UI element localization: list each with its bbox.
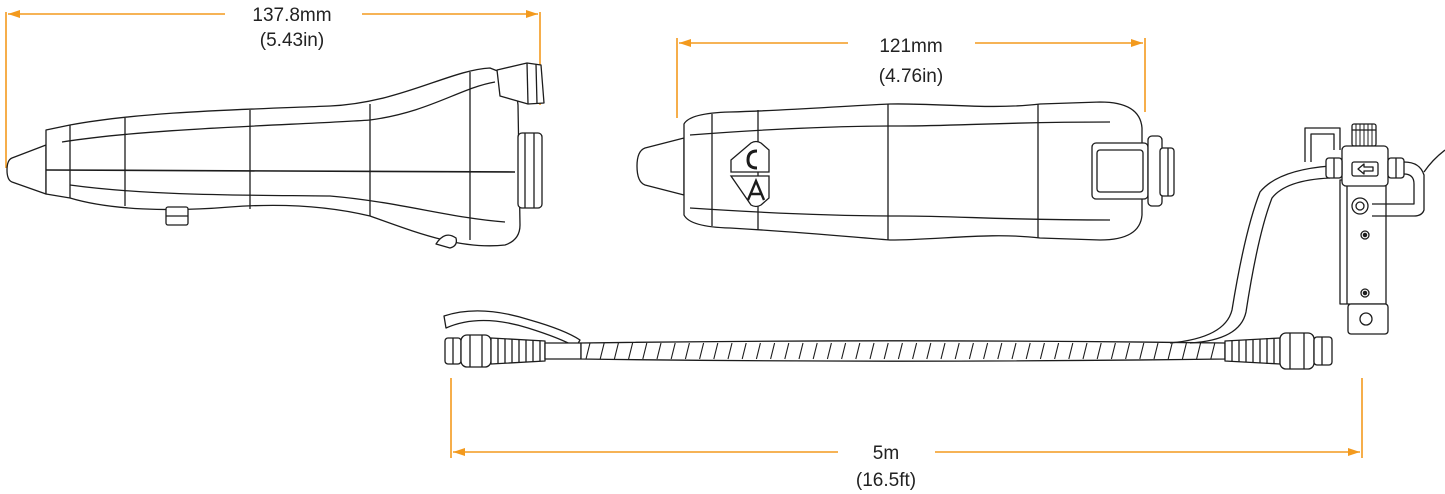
side-nose-tip bbox=[6, 144, 47, 195]
side-length-in-label: (5.43in) bbox=[260, 30, 324, 51]
coil-winding bbox=[1039, 342, 1045, 360]
coil-winding bbox=[855, 342, 861, 360]
side-length-mm-label: 137.8mm bbox=[252, 5, 331, 26]
top-nose bbox=[636, 137, 685, 196]
c-letter-icon bbox=[730, 140, 770, 173]
coil-winding bbox=[841, 342, 847, 360]
coil-winding bbox=[784, 342, 790, 360]
coil-winding bbox=[713, 342, 719, 360]
top-length-mm-label: 121mm bbox=[879, 36, 942, 57]
coil-winding bbox=[755, 342, 761, 360]
coil-winding bbox=[997, 342, 1003, 360]
coil-winding bbox=[670, 342, 676, 360]
coil-winding bbox=[699, 342, 705, 360]
right-connector-nut bbox=[1313, 336, 1333, 366]
flow-arrow-icon bbox=[1357, 163, 1374, 175]
coil-winding bbox=[741, 342, 747, 360]
coil-winding bbox=[1110, 342, 1116, 360]
coil-winding bbox=[1011, 342, 1017, 360]
coil-winding bbox=[798, 342, 804, 360]
coil-winding bbox=[656, 342, 662, 360]
coil-winding bbox=[1139, 342, 1145, 360]
cable-assembly bbox=[443, 165, 1333, 370]
coil-winding bbox=[883, 342, 889, 360]
cable-length-ft-label: (16.5ft) bbox=[856, 470, 916, 491]
left-connector-body bbox=[460, 334, 492, 368]
coil-winding bbox=[1196, 342, 1202, 360]
coil-winding bbox=[1054, 342, 1060, 360]
coil-winding bbox=[1068, 342, 1074, 360]
coil-winding bbox=[642, 342, 648, 360]
coiled-cable bbox=[580, 340, 1226, 362]
cable-length-m-label: 5m bbox=[873, 443, 899, 464]
handle-top-view bbox=[636, 101, 1175, 241]
cable-length-dimension bbox=[450, 378, 1363, 458]
gas-valve-bracket bbox=[1304, 123, 1445, 335]
coil-winding bbox=[897, 342, 903, 360]
handle-side-view bbox=[6, 62, 545, 249]
coil-winding bbox=[912, 342, 918, 360]
coil-winding bbox=[926, 342, 932, 360]
coil-winding bbox=[628, 342, 634, 360]
coil-winding bbox=[954, 342, 960, 360]
coil-winding bbox=[1153, 342, 1159, 360]
coil-winding bbox=[684, 342, 690, 360]
a-letter-icon bbox=[729, 175, 770, 208]
left-strain-relief bbox=[490, 337, 546, 365]
coil-winding bbox=[613, 342, 619, 360]
top-length-dimension bbox=[676, 38, 1146, 118]
side-length-dimension bbox=[5, 10, 541, 168]
coil-winding bbox=[1125, 342, 1131, 360]
coil-winding bbox=[940, 342, 946, 360]
coil-winding bbox=[727, 342, 733, 360]
coil-winding bbox=[869, 342, 875, 360]
coil-winding bbox=[1167, 342, 1173, 360]
side-rear-ring bbox=[517, 132, 543, 209]
coil-winding bbox=[812, 342, 818, 360]
coil-winding bbox=[1096, 342, 1102, 360]
gas-hose bbox=[1169, 165, 1331, 344]
coil-winding bbox=[1181, 342, 1187, 360]
right-connector-body bbox=[1279, 332, 1315, 370]
top-length-in-label: (4.76in) bbox=[879, 66, 943, 87]
coil-winding bbox=[770, 342, 776, 360]
coil-winding bbox=[1210, 342, 1216, 360]
side-body-outline bbox=[45, 67, 521, 247]
coil-winding bbox=[599, 342, 605, 360]
coil-winding bbox=[968, 342, 974, 360]
top-body-outline bbox=[683, 101, 1143, 241]
coil-winding bbox=[1025, 342, 1031, 360]
coil-winding bbox=[983, 342, 989, 360]
coil-winding bbox=[1082, 342, 1088, 360]
coil-winding bbox=[826, 342, 832, 360]
coil-winding bbox=[585, 342, 591, 360]
